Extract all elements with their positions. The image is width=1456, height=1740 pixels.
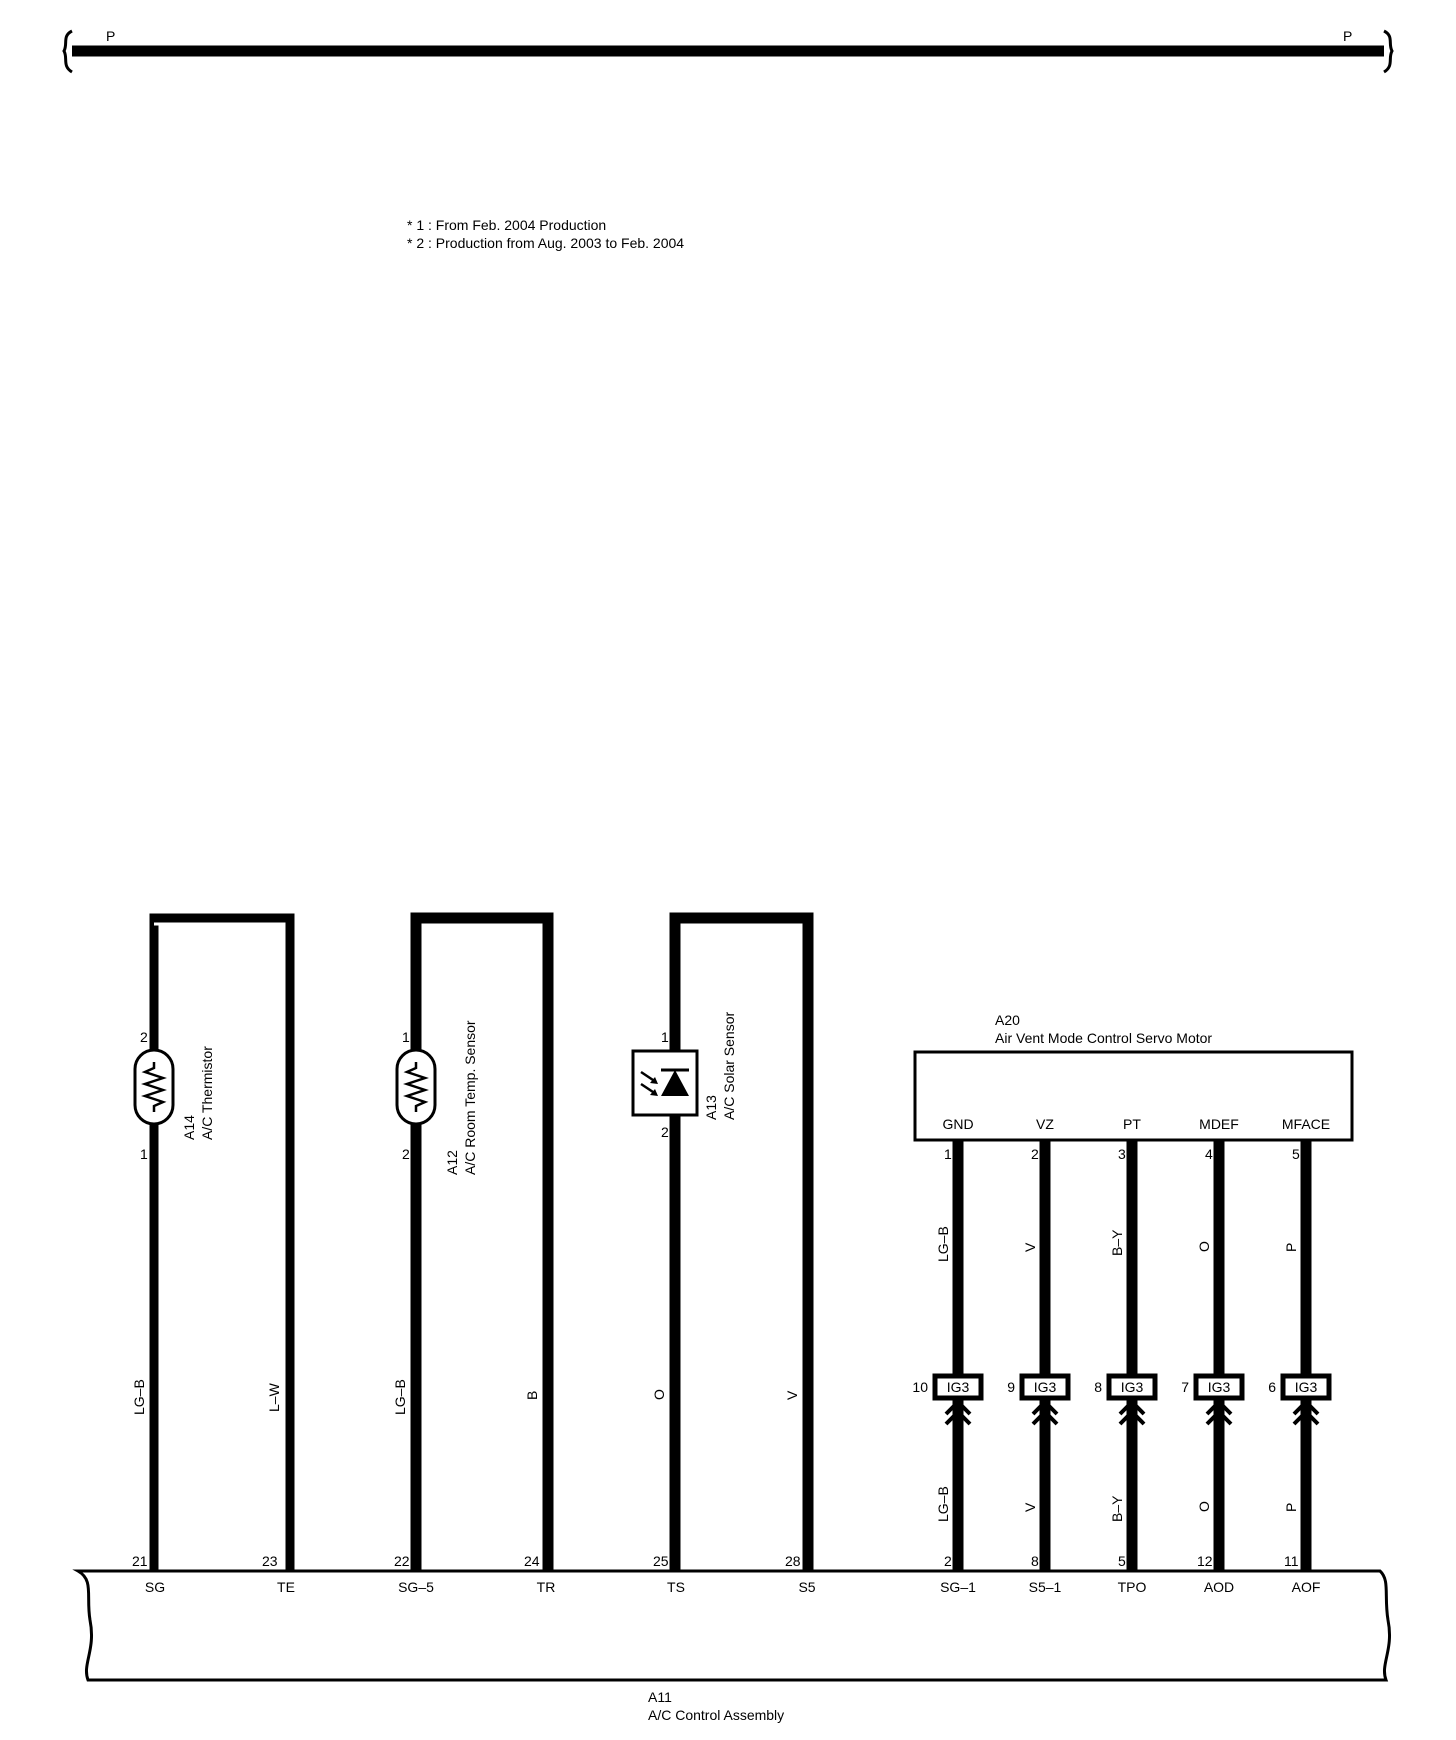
ig3-connector: IG3 10 (912, 1373, 984, 1426)
top-bus: P P (62, 28, 1394, 74)
a11-pin: 11 (1284, 1553, 1299, 1569)
a11-terminal: TE (277, 1579, 295, 1595)
wire-color: V (784, 1390, 800, 1400)
a11-terminal: TR (537, 1579, 556, 1595)
a11-terminal: SG–5 (398, 1579, 434, 1595)
ig3-connector: IG3 8 (1094, 1373, 1158, 1426)
a11-name: A/C Control Assembly (648, 1707, 784, 1723)
a11-code: A11 (648, 1689, 672, 1705)
note-2: * 2 : Production from Aug. 2003 to Feb. … (407, 235, 684, 251)
a13-pin-bottom: 2 (661, 1124, 669, 1140)
a11-terminal: S5–1 (1029, 1579, 1062, 1595)
wire-color-lower: LG–B (935, 1486, 951, 1522)
ig3-label: IG3 (1208, 1379, 1231, 1395)
wire-color-upper: P (1283, 1243, 1299, 1252)
a11-pin: 22 (394, 1553, 410, 1569)
ig3-pin: 9 (1007, 1379, 1015, 1395)
a11-terminal: TS (667, 1579, 685, 1595)
ig3-label: IG3 (1121, 1379, 1144, 1395)
wire-color-lower: P (1283, 1503, 1299, 1512)
a12-pin-bottom: 2 (402, 1146, 410, 1162)
a20-terminal-mface: MFACE (1282, 1116, 1330, 1132)
a11-pin: 5 (1118, 1553, 1126, 1569)
a11-pin: 24 (524, 1553, 540, 1569)
a12-code: A12 (444, 1150, 460, 1175)
a11-terminal: AOF (1292, 1579, 1321, 1595)
ig3-pin: 7 (1181, 1379, 1189, 1395)
top-bus-left-label: P (106, 28, 115, 44)
a11-pin: 25 (653, 1553, 669, 1569)
solar-sensor-icon (631, 1049, 699, 1117)
a20-name: Air Vent Mode Control Servo Motor (995, 1030, 1212, 1046)
ig3-pin: 10 (912, 1379, 928, 1395)
a12-loop: 1 2 A12 A/C Room Temp. Sensor (395, 912, 554, 1570)
wire-color: B (524, 1391, 540, 1400)
a13-pin-top: 1 (661, 1029, 669, 1045)
a11-terminal: SG–1 (940, 1579, 976, 1595)
top-bus-right-label: P (1343, 28, 1352, 44)
a14-code: A14 (181, 1115, 197, 1140)
ig3-connector: IG3 9 (1007, 1373, 1071, 1426)
a12-name: A/C Room Temp. Sensor (462, 1020, 478, 1175)
a20-terminal-mdef: MDEF (1199, 1116, 1239, 1132)
a20-pin-2: 2 (1031, 1146, 1039, 1162)
wire-color: O (651, 1389, 667, 1400)
a20-pin-5: 5 (1292, 1146, 1300, 1162)
servo-wires (952, 1140, 1312, 1570)
note-1: * 1 : From Feb. 2004 Production (407, 217, 606, 233)
a20-pin-3: 3 (1118, 1146, 1126, 1162)
a20-terminal-pt: PT (1123, 1116, 1141, 1132)
ig3-label: IG3 (947, 1379, 970, 1395)
ig3-pin: 6 (1268, 1379, 1276, 1395)
a13-loop: 1 2 A13 A/C Solar Sensor (631, 912, 814, 1570)
wire-color-upper: O (1196, 1241, 1212, 1252)
a14-pin-bottom: 1 (140, 1146, 148, 1162)
wire-color-lower: V (1022, 1502, 1038, 1512)
wire-color: LG–B (392, 1379, 408, 1415)
sensor-wire-labels: LG–B L–W LG–B B O V (131, 1379, 800, 1415)
a11-pin: 21 (132, 1553, 148, 1569)
servo-wire-labels: LG–B V B–Y O P LG–B V B–Y O P (935, 1226, 1299, 1522)
wire-color: LG–B (131, 1379, 147, 1415)
a11-pin: 23 (262, 1553, 278, 1569)
a13-code: A13 (703, 1095, 719, 1120)
a12-pin-top: 1 (402, 1029, 410, 1045)
ig3-pin: 8 (1094, 1379, 1102, 1395)
wire-color-upper: V (1022, 1242, 1038, 1252)
a11-terminal: SG (145, 1579, 165, 1595)
a11-pin: 2 (944, 1553, 952, 1569)
a14-name: A/C Thermistor (199, 1046, 215, 1140)
a20-servo-motor: A20 Air Vent Mode Control Servo Motor GN… (913, 1012, 1354, 1162)
a20-body (913, 1050, 1354, 1142)
wire-color-lower: O (1196, 1501, 1212, 1512)
wire-color-lower: B–Y (1109, 1495, 1125, 1522)
ig3-connector: IG3 6 (1268, 1373, 1332, 1426)
ig3-connectors: IG3 10 IG3 9 IG3 8 IG3 7 IG3 6 (912, 1373, 1332, 1426)
a20-terminal-gnd: GND (942, 1116, 973, 1132)
a20-pin-4: 4 (1205, 1146, 1213, 1162)
wire-color: L–W (266, 1382, 282, 1412)
a11-terminal: S5 (798, 1579, 815, 1595)
ig3-connector: IG3 7 (1181, 1373, 1245, 1426)
a11-terminal: TPO (1118, 1579, 1147, 1595)
ig3-label: IG3 (1295, 1379, 1318, 1395)
a14-loop: 2 1 A14 A/C Thermistor (133, 913, 295, 1570)
a11-terminal: AOD (1204, 1579, 1234, 1595)
a11-control-assembly: 21 23 22 24 25 28 2 8 5 12 11 SG TE SG–5… (72, 1553, 1391, 1723)
wire-color-upper: B–Y (1109, 1229, 1125, 1256)
a20-pin-1: 1 (944, 1146, 952, 1162)
a11-pin: 8 (1031, 1553, 1039, 1569)
a11-pin: 12 (1197, 1553, 1213, 1569)
a13-name: A/C Solar Sensor (721, 1012, 737, 1120)
wire-color-upper: LG–B (935, 1226, 951, 1262)
production-notes: * 1 : From Feb. 2004 Production * 2 : Pr… (407, 217, 684, 251)
a20-terminal-vz: VZ (1036, 1116, 1054, 1132)
a11-pin: 28 (785, 1553, 801, 1569)
a14-pin-top: 2 (140, 1029, 148, 1045)
a20-code: A20 (995, 1012, 1020, 1028)
ig3-label: IG3 (1034, 1379, 1057, 1395)
